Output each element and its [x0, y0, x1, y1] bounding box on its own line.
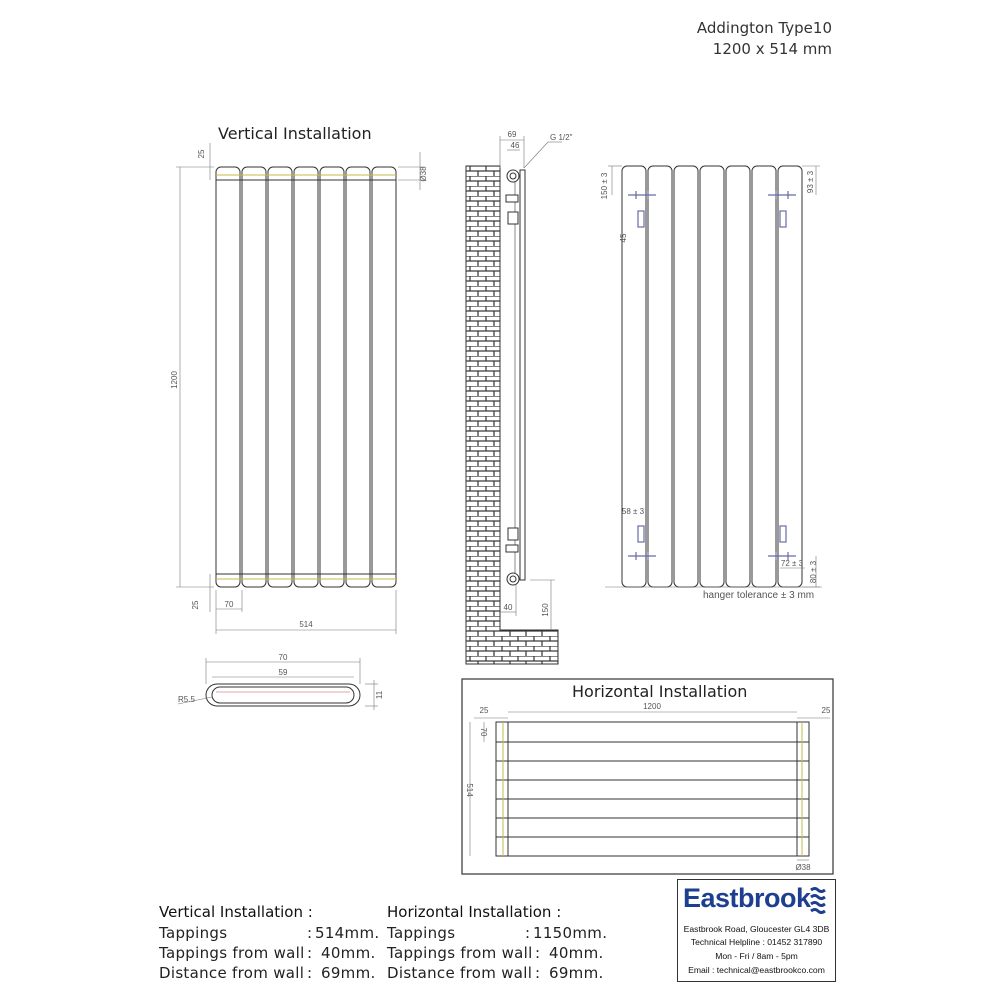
back-columns	[621, 165, 803, 588]
bottom-bracket	[505, 544, 519, 553]
company-address: Eastbrook Road, Gloucester GL4 3DB	[683, 924, 830, 934]
hanger-tolerance-note: hanger tolerance ± 3 mm	[703, 590, 814, 601]
horiz-width-dim: 1200	[643, 702, 661, 711]
waves-icon	[810, 887, 826, 914]
front-top-dim: 25	[197, 149, 206, 158]
column-5	[319, 166, 345, 588]
product-name: Addington Type10	[696, 19, 832, 37]
horiz-height-dim: 514	[465, 783, 474, 797]
column-3	[267, 166, 293, 588]
spec-row: Distance from wall:69mm.	[387, 964, 604, 982]
side-wall-dim: 40	[504, 603, 513, 612]
side-thread-dim: G 1/2"	[550, 133, 573, 142]
side-view	[465, 136, 562, 665]
top-bracket	[505, 194, 519, 203]
back-bottom-right2-dim: 80 ± 3	[809, 560, 818, 583]
company-info-box: Eastbrook Eastbrook Road, Gloucester GL4…	[677, 879, 836, 982]
product-size: 1200 x 514 mm	[712, 40, 832, 58]
side-center-dim: 46	[511, 141, 520, 150]
vertical-spec-heading: Vertical Installation :	[159, 903, 313, 921]
back-top-right-dim: 93 ± 3	[806, 170, 815, 193]
horizontal-spec-heading: Horizontal Installation :	[387, 903, 562, 921]
profile-thickness-dim: 11	[375, 690, 384, 699]
column-7	[371, 166, 397, 588]
back-hook-gap-dim: 45	[619, 233, 628, 242]
column-6	[345, 166, 371, 588]
radiator-side-body	[519, 169, 526, 581]
profile-outer-dim: 70	[279, 653, 288, 662]
front-height-dim: 1200	[170, 371, 179, 389]
horizontal-frame	[461, 678, 834, 875]
spec-row: Distance from wall:69mm.	[159, 964, 376, 982]
title-block: Addington Type10 1200 x 514 mm	[697, 18, 832, 60]
company-logo: Eastbrook	[683, 883, 811, 913]
column-4	[293, 166, 319, 588]
profile-inner-dim: 59	[279, 668, 288, 677]
back-view	[605, 165, 822, 588]
horiz-left-dim: 25	[480, 706, 489, 715]
side-floor-dim: 150	[541, 603, 550, 617]
profile-section	[177, 658, 378, 710]
front-width-dim: 514	[299, 620, 313, 629]
front-view	[176, 143, 424, 634]
horizontal-view	[469, 711, 830, 861]
spec-row: Tappings from wall:40mm.	[387, 944, 604, 962]
side-depth-dim: 69	[508, 130, 517, 139]
back-top-hanger-dim: 150 ± 3	[600, 172, 609, 199]
profile-radius-dim: R5.5	[178, 695, 195, 704]
vertical-installation-heading: Vertical Installation	[218, 124, 372, 143]
brick-wall	[465, 165, 559, 665]
technical-helpline: Technical Helpline : 01452 317890	[690, 937, 823, 947]
opening-hours: Mon - Fri / 8am - 5pm	[715, 951, 798, 961]
horiz-right-dim: 25	[822, 706, 831, 715]
front-bottom-dim: 25	[191, 600, 200, 609]
technical-email: Email : technical@eastbrookco.com	[688, 965, 825, 975]
front-columns	[215, 166, 397, 588]
back-bottom-right1-dim: 72 ± 3	[781, 559, 804, 568]
front-pitch-dim: 70	[225, 600, 234, 609]
spec-row: Tappings:514mm.	[159, 924, 380, 942]
horizontal-spec-table: Horizontal Installation : Tappings:1150m…	[387, 903, 607, 982]
column-2	[241, 166, 267, 588]
column-1	[215, 166, 241, 588]
hanger-icons	[628, 191, 796, 560]
horiz-pipe-dim: Ø38	[795, 863, 811, 872]
technical-drawing: 25 1200 25 70 514 Ø38	[170, 130, 834, 875]
horiz-pitch-dim: 70	[479, 728, 488, 737]
spec-row: Tappings from wall:40mm.	[159, 944, 376, 962]
spec-row: Tappings:1150mm.	[387, 924, 608, 942]
back-bottom-left-dim: 58 ± 3	[622, 507, 645, 516]
horizontal-installation-heading: Horizontal Installation	[572, 682, 748, 701]
front-pipe-dim: Ø38	[419, 166, 428, 182]
vertical-spec-table: Vertical Installation : Tappings:514mm. …	[159, 903, 379, 982]
